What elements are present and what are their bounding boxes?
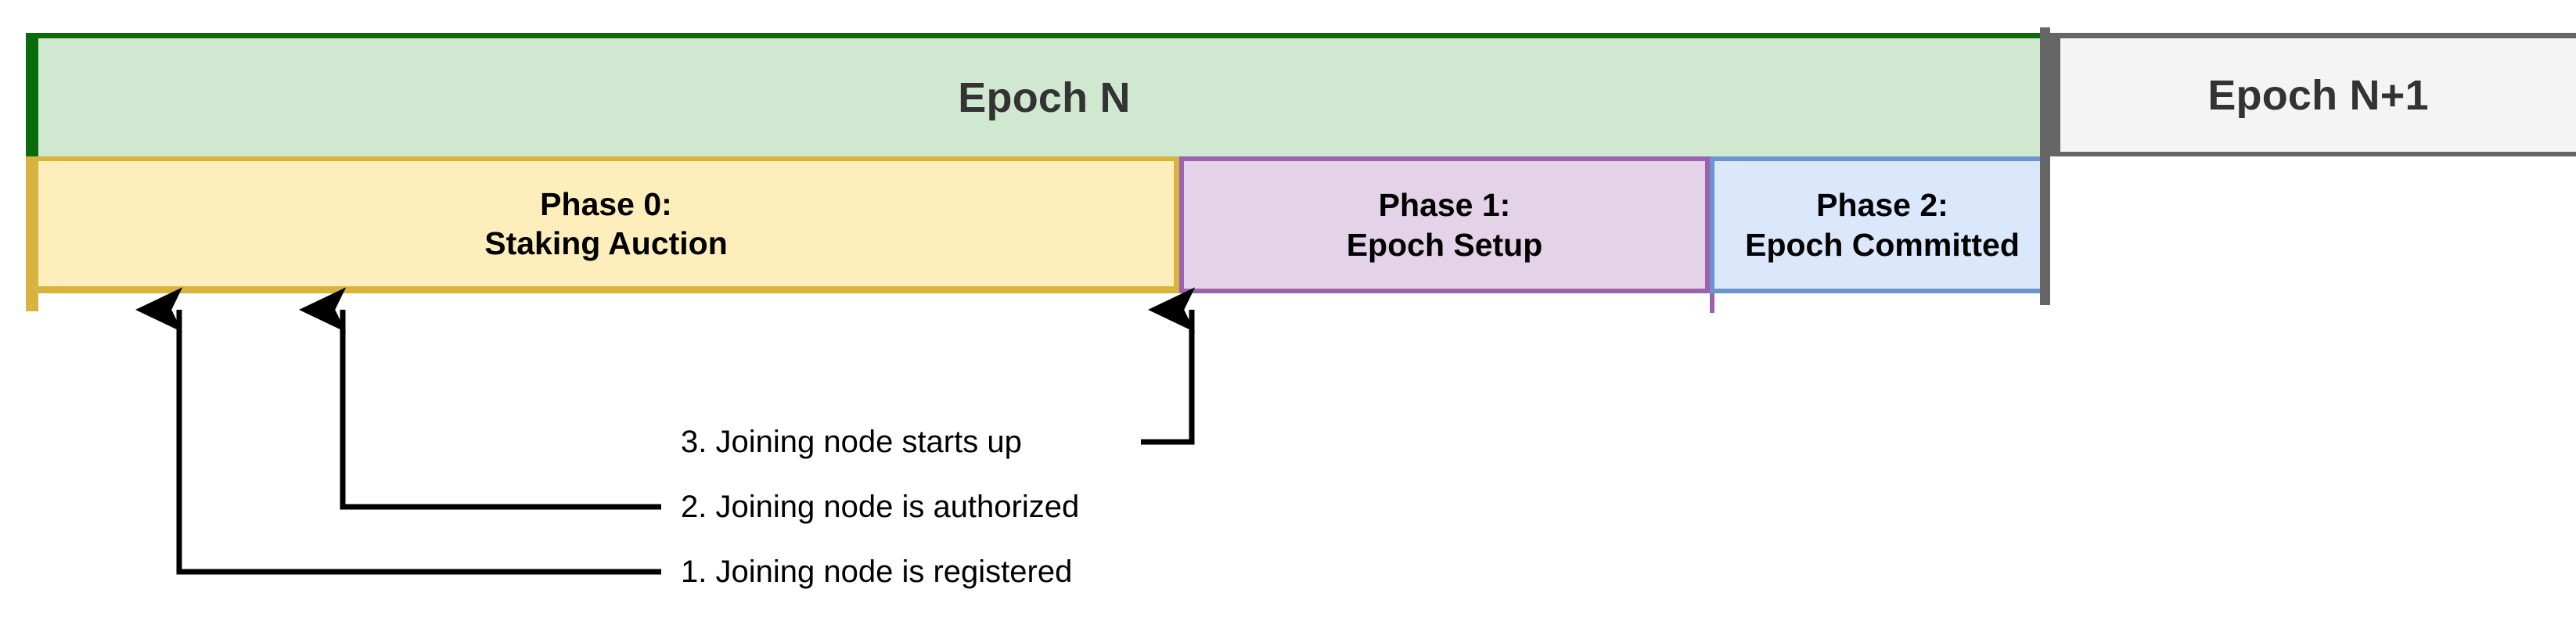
epoch-boundary-divider xyxy=(2040,27,2050,305)
phase-2-title: Phase 2: xyxy=(1816,187,1948,224)
callout-2-label: 2. Joining node is authorized xyxy=(681,490,1080,524)
phase-1-left-edge-extension xyxy=(1710,293,1714,313)
phase-2-box: Phase 2: Epoch Committed xyxy=(1710,156,2050,293)
phase-2-subtitle: Epoch Committed xyxy=(1745,226,2020,263)
phase-1-box: Phase 1: Epoch Setup xyxy=(1179,156,1710,293)
epoch-n-label: Epoch N xyxy=(958,74,1131,121)
phase-0-subtitle: Staking Auction xyxy=(484,225,728,261)
phase-1-title: Phase 1: xyxy=(1378,187,1511,224)
callout-1-label: 1. Joining node is registered xyxy=(681,555,1073,589)
epoch-n-box: Epoch N xyxy=(26,33,2050,156)
phase-0-title: Phase 0: xyxy=(540,185,672,222)
callout-3-leader xyxy=(1141,287,1196,445)
phase-1-subtitle: Epoch Setup xyxy=(1346,226,1543,263)
epoch-n-plus-1-box: Epoch N+1 xyxy=(2050,33,2576,156)
phase-0-box: Phase 0: Staking Auction xyxy=(26,156,1179,293)
epoch-n-plus-1-label: Epoch N+1 xyxy=(2207,71,2429,119)
callout-2-leader xyxy=(299,287,661,510)
phase-0-left-edge-extension xyxy=(26,156,38,311)
callout-1-leader xyxy=(135,287,661,575)
callout-3-label: 3. Joining node starts up xyxy=(681,425,1022,459)
